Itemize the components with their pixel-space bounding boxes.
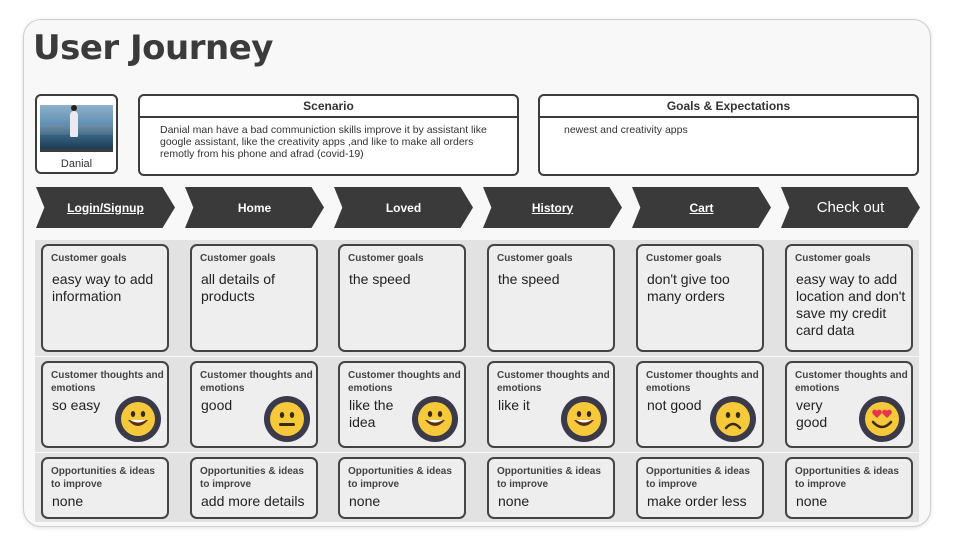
opportunity-card-label: Opportunities & ideas to improve	[646, 466, 750, 490]
thought-card-label: Customer thoughts and emotions	[497, 370, 610, 394]
opportunity-card-text: none	[52, 493, 84, 509]
stage-label: History	[531, 200, 574, 215]
thought-card-text: like the idea	[349, 397, 394, 430]
goal-card-label: Customer goals	[51, 253, 127, 264]
persona-name: Danial	[60, 158, 93, 170]
opportunity-card-text: make order less	[647, 493, 747, 509]
heart-eyes-emoji-icon	[859, 396, 905, 442]
goal-card-4: Customer goals the speed	[487, 244, 615, 352]
stage-label: Login/Signup	[67, 200, 144, 215]
opportunity-card-6: Opportunities & ideas to improve none	[785, 457, 913, 519]
goal-card-2: Customer goals all details of products	[190, 244, 318, 352]
thought-card-6: Customer thoughts and emotions very good	[785, 361, 913, 448]
persona-card: Danial	[35, 94, 118, 174]
stage-3: Loved	[334, 187, 473, 228]
stage-1[interactable]: Login/Signup	[36, 187, 175, 228]
goals-text: newest and creativity apps	[564, 124, 688, 136]
neutral-emoji-icon	[264, 396, 310, 442]
opportunity-card-label: Opportunities & ideas to improve	[51, 466, 155, 490]
goal-card-text: easy way to add location and don't save …	[796, 271, 906, 338]
thought-card-text: good	[201, 397, 233, 413]
goals-heading: Goals & Expectations	[540, 96, 917, 118]
persona-photo	[40, 105, 113, 149]
opportunity-card-label: Opportunities & ideas to improve	[497, 466, 601, 490]
thought-card-text: very good	[796, 397, 828, 430]
thought-card-text: so easy	[52, 397, 101, 413]
thought-card-label: Customer thoughts and emotions	[795, 370, 908, 394]
goal-card-label: Customer goals	[497, 253, 573, 264]
stage-label: Check out	[816, 199, 885, 216]
scenario-heading: Scenario	[140, 96, 517, 118]
opportunity-card-label: Opportunities & ideas to improve	[348, 466, 452, 490]
goal-card-text: don't give too many orders	[647, 271, 730, 304]
goal-card-text: easy way to add information	[52, 271, 154, 304]
opportunity-card-label: Opportunities & ideas to improve	[795, 466, 899, 490]
thoughts-row-band	[35, 357, 919, 452]
stage-5[interactable]: Cart	[632, 187, 771, 228]
goal-card-5: Customer goals don't give too many orders	[636, 244, 764, 352]
thought-card-3: Customer thoughts and emotions like the i…	[338, 361, 466, 448]
stage-label: Loved	[385, 200, 422, 215]
stage-2: Home	[185, 187, 324, 228]
stage-4[interactable]: History	[483, 187, 622, 228]
stage-label: Home	[237, 200, 272, 215]
opportunity-card-2: Opportunities & ideas to improve add more…	[190, 457, 318, 519]
opportunity-card-text: none	[498, 493, 530, 509]
frown-emoji-icon	[710, 396, 756, 442]
thought-card-text: like it	[498, 397, 530, 413]
opportunity-card-4: Opportunities & ideas to improve none	[487, 457, 615, 519]
thought-card-label: Customer thoughts and emotions	[348, 370, 461, 394]
opportunity-card-label: Opportunities & ideas to improve	[200, 466, 304, 490]
goal-card-label: Customer goals	[646, 253, 722, 264]
opportunity-card-text: none	[796, 493, 828, 509]
grin-emoji-icon	[412, 396, 458, 442]
goal-card-label: Customer goals	[348, 253, 424, 264]
opportunities-row-band	[35, 453, 919, 522]
thought-card-1: Customer thoughts and emotions so easy	[41, 361, 169, 448]
goal-card-3: Customer goals the speed	[338, 244, 466, 352]
grin-emoji-icon	[115, 396, 161, 442]
thought-card-5: Customer thoughts and emotions not good	[636, 361, 764, 448]
page-title: User Journey	[33, 28, 273, 68]
goals-row-band	[35, 240, 919, 356]
scenario-text: Danial man have a bad communiction skill…	[160, 124, 487, 160]
thought-card-4: Customer thoughts and emotions like it	[487, 361, 615, 448]
opportunity-card-text: none	[349, 493, 381, 509]
thought-card-label: Customer thoughts and emotions	[200, 370, 313, 394]
thought-card-text: not good	[647, 397, 702, 413]
opportunity-card-text: add more details	[201, 493, 305, 509]
opportunity-card-3: Opportunities & ideas to improve none	[338, 457, 466, 519]
goal-card-text: the speed	[498, 271, 560, 287]
goal-card-6: Customer goals easy way to add location a…	[785, 244, 913, 352]
opportunity-card-1: Opportunities & ideas to improve none	[41, 457, 169, 519]
goal-card-text: the speed	[349, 271, 411, 287]
goal-card-label: Customer goals	[200, 253, 276, 264]
goal-card-label: Customer goals	[795, 253, 871, 264]
scenario-box: Scenario Danial man have a bad communict…	[138, 94, 519, 176]
goals-box: Goals & Expectations newest and creativi…	[538, 94, 919, 176]
thought-card-2: Customer thoughts and emotions good	[190, 361, 318, 448]
thought-card-label: Customer thoughts and emotions	[51, 370, 164, 394]
stage-label: Cart	[689, 200, 714, 215]
stage-6: Check out	[781, 187, 920, 228]
goal-card-1: Customer goals easy way to add informatio…	[41, 244, 169, 352]
thought-card-label: Customer thoughts and emotions	[646, 370, 759, 394]
grin-emoji-icon	[561, 396, 607, 442]
opportunity-card-5: Opportunities & ideas to improve make ord…	[636, 457, 764, 519]
goal-card-text: all details of products	[201, 271, 275, 304]
